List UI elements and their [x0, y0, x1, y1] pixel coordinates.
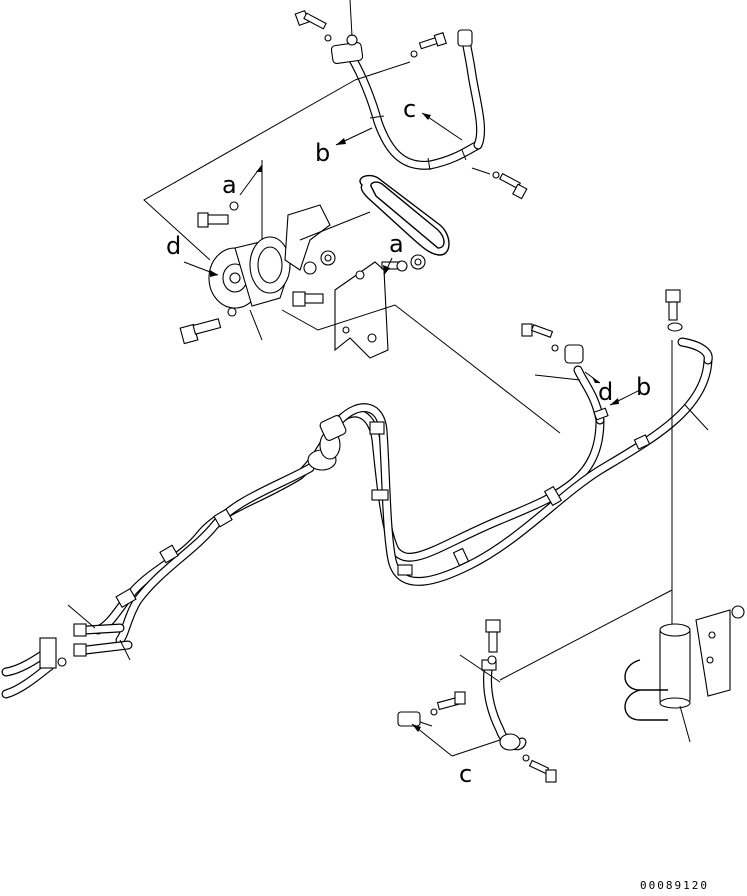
callout-b-upper: b [315, 139, 330, 167]
callout-d-right: d [598, 378, 613, 406]
callout-d-compressor: d [166, 232, 181, 260]
bolt [292, 291, 324, 307]
callout-c-upper: c [403, 95, 416, 123]
bolt [436, 691, 466, 711]
compressor-assembly [179, 160, 561, 434]
upper-hose-assembly [143, 0, 528, 261]
bolt [499, 172, 528, 200]
bolt [197, 212, 229, 228]
bolt [418, 32, 447, 50]
receiver-drier-assembly [624, 289, 745, 743]
bolt [521, 323, 554, 338]
bolt [179, 318, 222, 345]
bolt [528, 759, 557, 783]
callout-a-compressor: a [222, 171, 237, 199]
bolt [294, 9, 327, 30]
lower-hose-assembly [397, 589, 673, 783]
callout-b-right: b [636, 373, 651, 401]
callout-c-lower: c [459, 760, 472, 788]
drawing-code: 00089120 [640, 879, 709, 892]
main-hose-runs [1, 323, 713, 699]
callout-a-bracket: a [389, 230, 404, 258]
